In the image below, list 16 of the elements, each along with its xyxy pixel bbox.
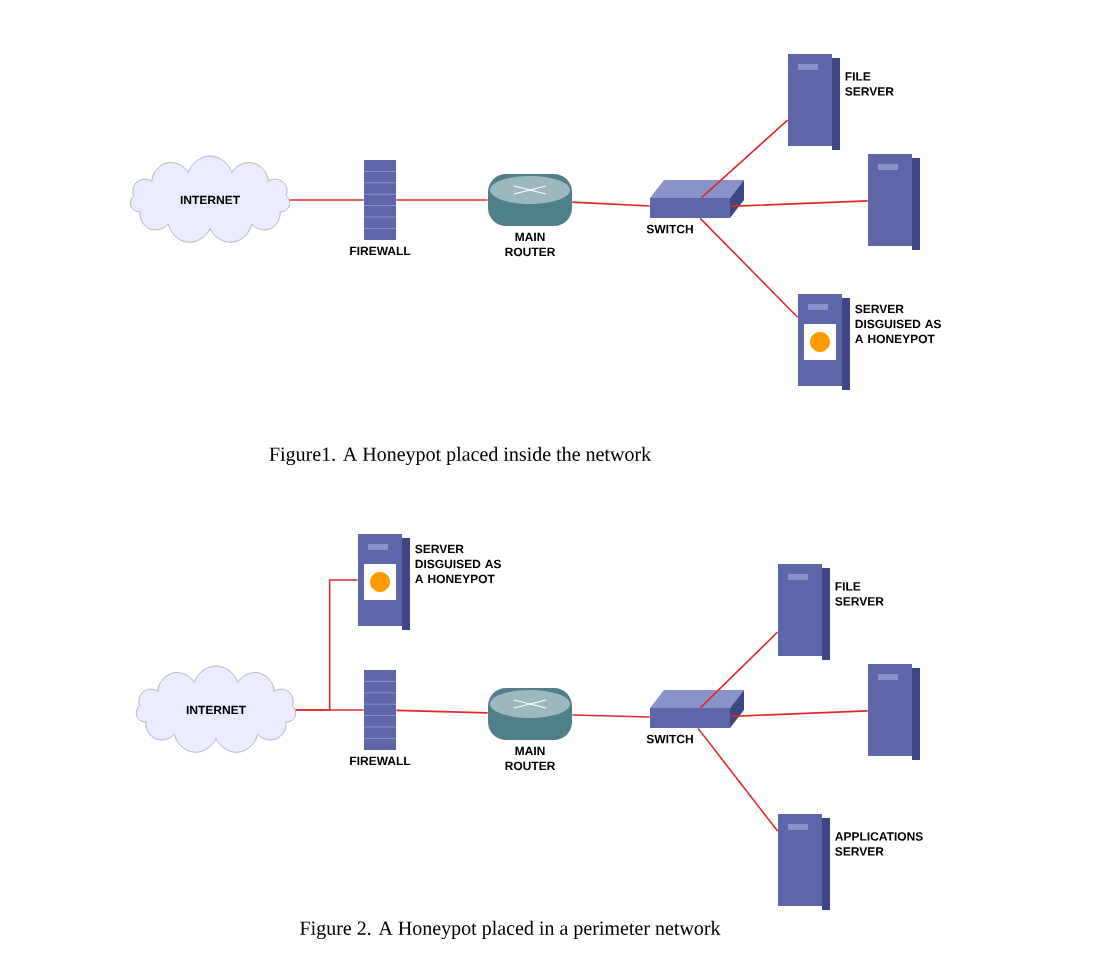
figure-caption: Figure1. A Honeypot placed inside the network <box>269 446 652 466</box>
network-link <box>395 199 489 201</box>
server-drawing <box>868 664 920 760</box>
network-link <box>699 631 779 709</box>
network-link <box>700 119 789 199</box>
network-link <box>571 201 651 207</box>
network-link <box>699 217 799 319</box>
network-link <box>729 200 869 208</box>
network-link <box>288 199 365 201</box>
figure-caption: Figure 2. A Honeypot placed in a perimeter network <box>300 920 721 940</box>
network-link <box>729 710 869 718</box>
network-link <box>395 709 489 714</box>
network-link <box>697 727 779 832</box>
network-link <box>571 714 651 718</box>
server-drawing <box>868 154 920 250</box>
network-link <box>294 579 359 711</box>
